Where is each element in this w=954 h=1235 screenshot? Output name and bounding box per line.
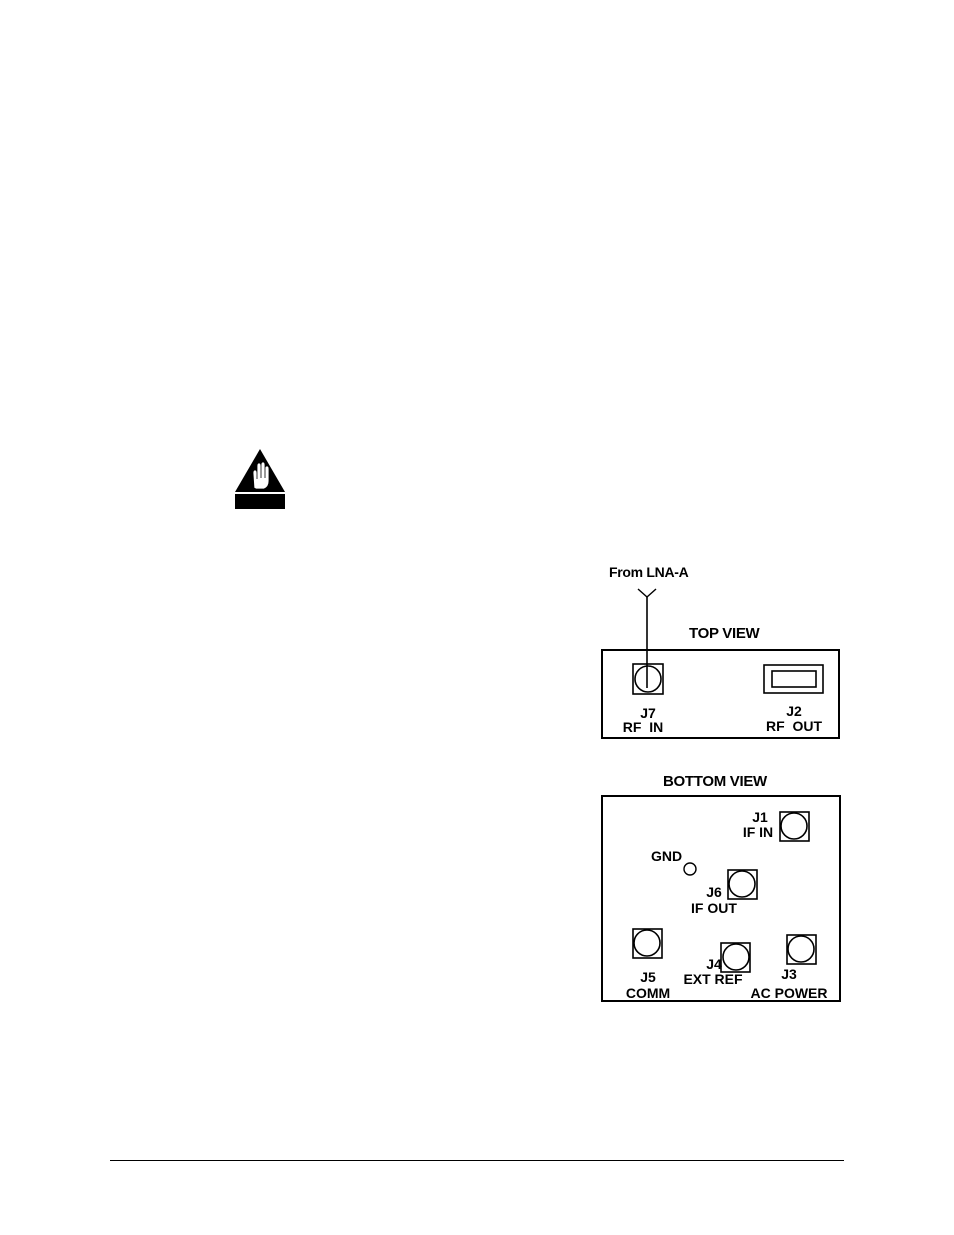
footer-divider [110, 1160, 844, 1161]
j3-id-label: J3 [781, 966, 797, 982]
j7-name-label: RF IN [622, 719, 664, 735]
connector-j4 [720, 942, 751, 973]
bottom-view-title: BOTTOM VIEW [663, 773, 767, 790]
source-label: From LNA-A [609, 564, 689, 580]
top-view-title: TOP VIEW [689, 625, 760, 642]
j5-name-label: COMM [625, 985, 671, 1001]
j1-id-label: J1 [752, 809, 768, 825]
gnd-label: GND [651, 848, 683, 864]
connector-j7 [632, 663, 664, 695]
j6-name-label: IF OUT [691, 900, 737, 916]
connector-j2 [763, 664, 824, 694]
caution-hand-icon [235, 449, 285, 509]
gnd-terminal [683, 862, 697, 876]
bottom-view-panel [601, 795, 841, 1002]
j4-id-label: J4 [706, 956, 722, 972]
connector-j5 [632, 928, 663, 959]
j1-name-label: IF IN [742, 824, 774, 840]
j2-name-label: RF OUT [766, 718, 822, 734]
connector-j3 [786, 934, 817, 965]
j3-name-label: AC POWER [750, 985, 828, 1001]
j4-name-label: EXT REF [683, 971, 743, 987]
j2-id-label: J2 [786, 703, 802, 719]
top-view-panel [601, 649, 840, 739]
j5-id-label: J5 [640, 969, 656, 985]
j6-id-label: J6 [706, 884, 722, 900]
connector-j6 [727, 869, 758, 900]
antenna-symbol [637, 588, 657, 688]
j7-id-label: J7 [640, 705, 656, 721]
connector-j1 [779, 811, 810, 842]
